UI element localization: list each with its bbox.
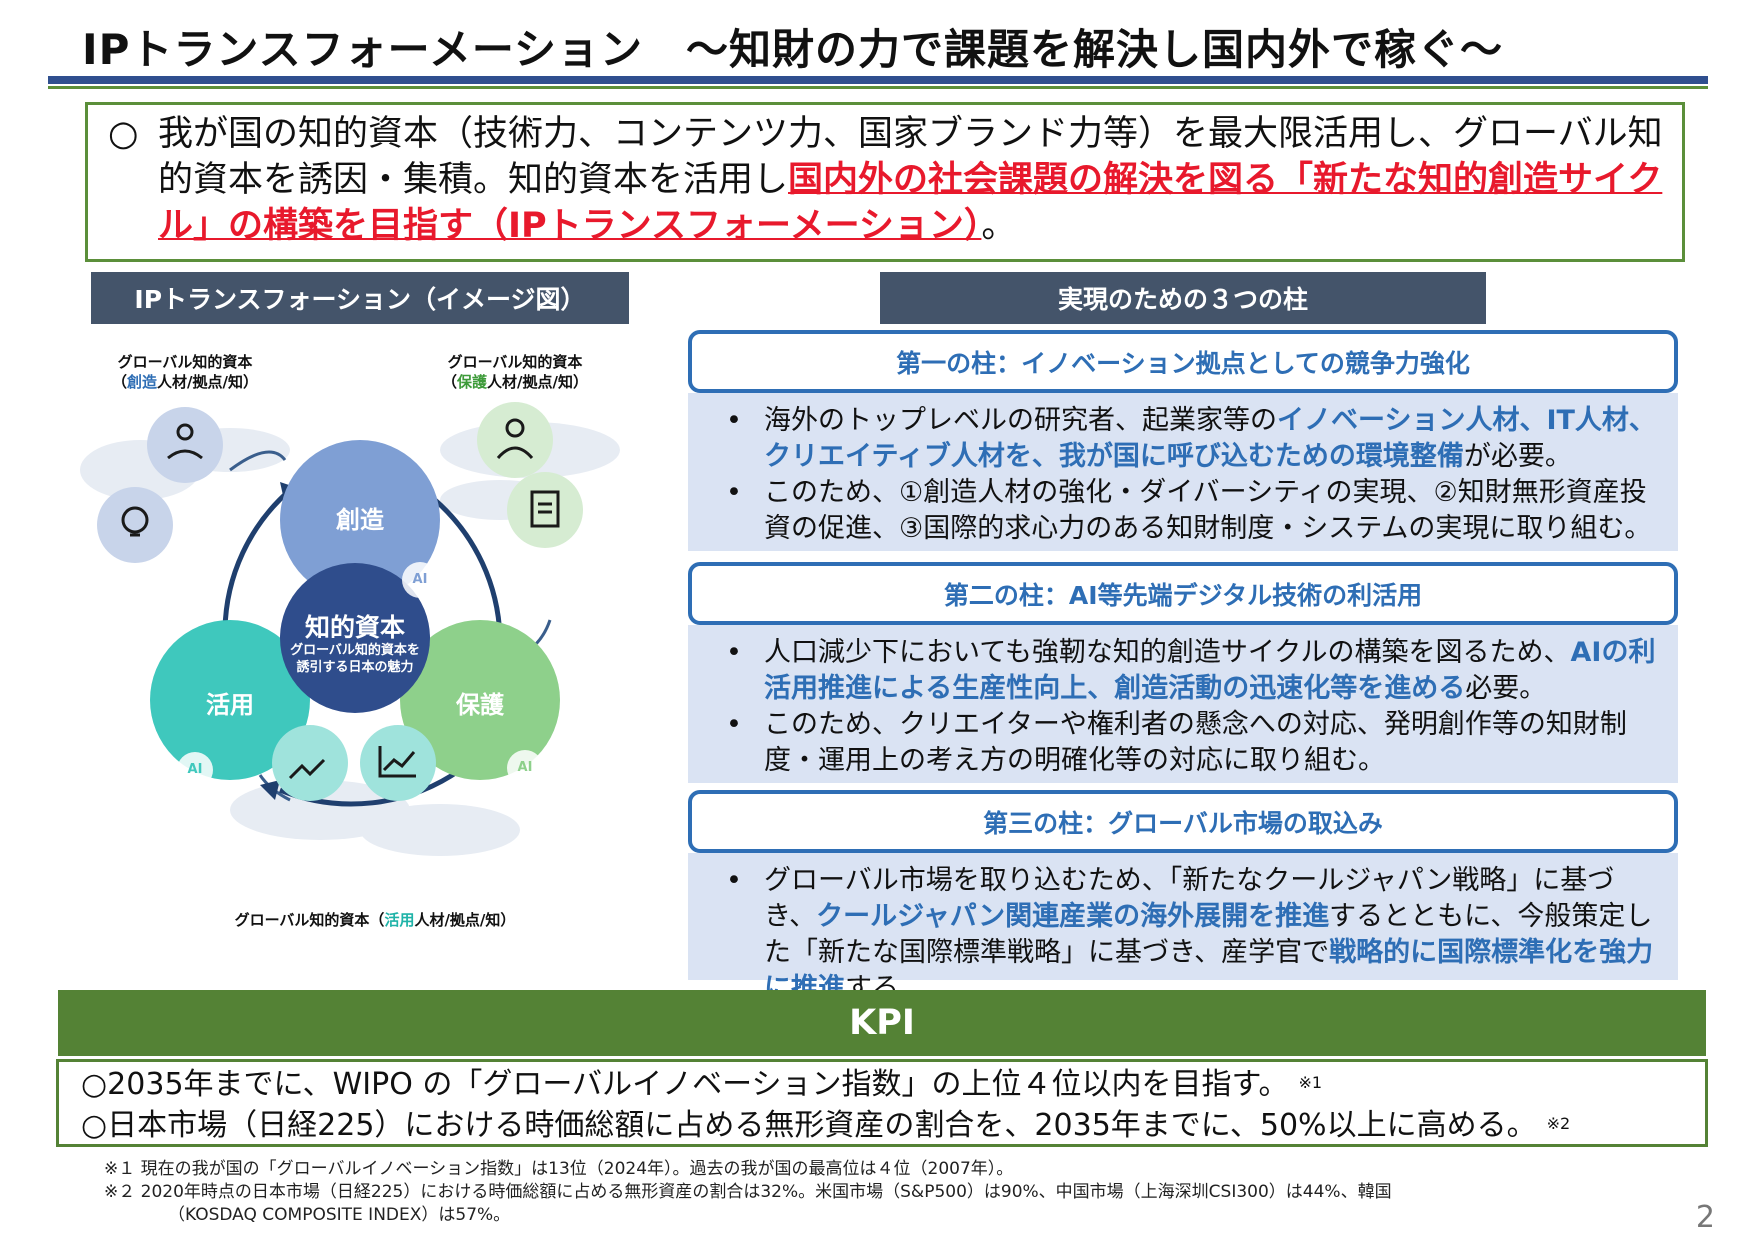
pillar-2-title: 第二の柱：AI等先端デジタル技術の利活用 (688, 562, 1678, 625)
intro-box: ○ 我が国の知的資本（技術力、コンテンツ力、国家ブランド力等）を最大限活用し、グ… (85, 102, 1685, 262)
pillar-1: 第一の柱：イノベーション拠点としての競争力強化 •海外のトップレベルの研究者、起… (688, 330, 1678, 551)
lawyer-icon (477, 402, 553, 478)
label-protect-2: （保護人材/拠点/知） (442, 373, 588, 391)
pillar-3-bullet-1: •グローバル市場を取り込むため、「新たなクールジャパン戦略」に基づき、クールジャ… (726, 865, 1654, 1004)
pillar-3: 第三の柱：グローバル市場の取込み •グローバル市場を取り込むため、「新たなクール… (688, 790, 1678, 1004)
pillar-2-bullet-1: •人口減少下においても強靭な知的創造サイクルの構築を図るため、AIの利活用推進に… (726, 637, 1656, 704)
ip-cycle-diagram: グローバル知的資本 （創造人材/拠点/知） グローバル知的資本 （保護人材/拠点… (80, 353, 650, 940)
ai-badge-use: AI (187, 762, 203, 777)
page-number: 2 (1695, 1200, 1715, 1235)
center-sub-1: グローバル知的資本を (290, 643, 420, 658)
intro-bullet: ○ (108, 114, 139, 154)
label-create-1: グローバル知的資本 (117, 353, 253, 371)
circle-create (280, 440, 440, 600)
intro-text: 我が国の知的資本（技術力、コンテンツ力、国家ブランド力等）を最大限活用し、グロー… (158, 114, 1663, 246)
ai-badge-protect: AI (517, 760, 533, 775)
pillar-1-body: •海外のトップレベルの研究者、起業家等のイノベーション人材、IT人材、クリエイテ… (688, 393, 1678, 551)
footnotes: ※１ 現在の我が国の「グローバルイノベーション指数」は13位（2024年）。過去… (104, 1158, 1392, 1227)
footnote-2: ※２ 2020年時点の日本市場（日経225）における時価総額に占める無形資産の割… (104, 1182, 1392, 1202)
center-sub-2: 誘引する日本の魅力 (296, 660, 414, 675)
title-rule (48, 76, 1708, 84)
certificate-icon (507, 472, 583, 548)
pillar-2: 第二の柱：AI等先端デジタル技術の利活用 •人口減少下においても強靭な知的創造サ… (688, 562, 1678, 783)
kpi-line-1: ○2035年までに、WIPO の「グローバルイノベーション指数」の上位４位以内を… (81, 1067, 1323, 1102)
pillar-2-body: •人口減少下においても強靭な知的創造サイクルの構築を図るため、AIの利活用推進に… (688, 625, 1678, 783)
kpi-box: ○2035年までに、WIPO の「グローバルイノベーション指数」の上位４位以内を… (56, 1059, 1708, 1147)
circle-use (150, 620, 310, 780)
title-rule-accent (48, 86, 1708, 89)
label-use: グローバル知的資本（活用人材/拠点/知） (234, 911, 516, 929)
circle-center (280, 563, 430, 713)
intro-highlight: 国内外の社会課題の解決を図る「新たな知的創造サイクル」の構築を目指す（IPトラン… (158, 160, 1663, 246)
label-create-2: （創造人材/拠点/知） (112, 373, 258, 391)
idea-head-icon (97, 487, 173, 563)
label-protect-1: グローバル知的資本 (447, 353, 583, 371)
ai-badge-create: AI (412, 572, 428, 587)
kpi-header: KPI (58, 990, 1706, 1056)
pillar-3-title: 第三の柱：グローバル市場の取込み (688, 790, 1678, 853)
use-label: 活用 (206, 691, 254, 719)
center-title: 知的資本 (304, 613, 405, 642)
pillar-2-bullet-2: •このため、クリエイターや権利者の懸念への対応、発明創作等の知財制度・運用上の考… (726, 709, 1627, 776)
circle-protect (400, 620, 560, 780)
pillar-1-title: 第一の柱：イノベーション拠点としての競争力強化 (688, 330, 1678, 393)
diagram-header: IPトランスフォーション（イメージ図） (91, 272, 629, 324)
create-label: 創造 (336, 506, 384, 534)
team-icon (147, 407, 223, 483)
pillar-1-bullet-1: •海外のトップレベルの研究者、起業家等のイノベーション人材、IT人材、クリエイテ… (726, 405, 1656, 472)
pillar-3-body: •グローバル市場を取り込むため、「新たなクールジャパン戦略」に基づき、クールジャ… (688, 853, 1678, 1004)
page-title: IPトランスフォーメーション ～知財の力で課題を解決し国内外で稼ぐ～ (82, 25, 1504, 74)
pillar-1-bullet-2: •このため、①創造人材の強化・ダイバーシティの実現、②知財無形資産投資の促進、③… (726, 477, 1652, 544)
pillars-header: 実現のための３つの柱 (880, 272, 1486, 324)
protect-label: 保護 (456, 691, 504, 719)
growth-team-icon (272, 725, 348, 801)
footnote-2-cont: （KOSDAQ COMPOSITE INDEX）は57%。 (168, 1205, 511, 1225)
footnote-1: ※１ 現在の我が国の「グローバルイノベーション指数」は13位（2024年）。過去… (104, 1159, 1014, 1179)
kpi-line-2: ○日本市場（日経225）における時価総額に占める無形資産の割合を、2035年まで… (81, 1108, 1571, 1143)
